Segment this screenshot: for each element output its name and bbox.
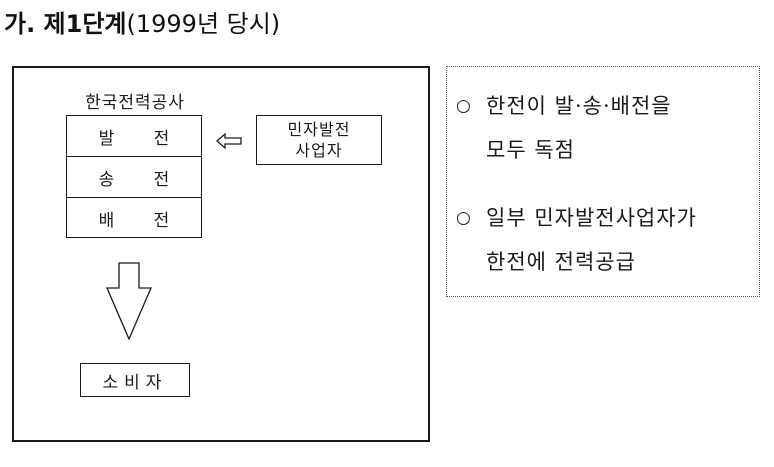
independent-power-producer-box: 민자발전 사업자 xyxy=(256,115,382,165)
consumer-box: 소비자 xyxy=(80,363,190,397)
company-label: 한국전력공사 xyxy=(85,93,185,113)
note-item: ○ 한전이 발·송·배전을 모두 독점 xyxy=(456,84,756,172)
left-arrow-icon xyxy=(216,132,242,150)
generation-row: 발 전 xyxy=(67,116,201,157)
circle-bullet-icon: ○ xyxy=(456,96,472,116)
circle-bullet-icon: ○ xyxy=(456,208,472,228)
diagram-frame xyxy=(12,66,430,442)
transmission-row: 송 전 xyxy=(67,157,201,198)
down-arrow-icon xyxy=(106,262,152,340)
distribution-row: 배 전 xyxy=(98,211,170,231)
notes-frame xyxy=(446,66,760,297)
section-heading: 가. 제1단계(1999년 당시) xyxy=(4,4,424,39)
stage-label: 가. 제1단계 xyxy=(4,10,127,38)
company-functions-table: 발 전 송 전 배 전 xyxy=(66,115,202,238)
year-note: (1999년 당시) xyxy=(126,10,281,38)
note-item: ○ 일부 민자발전사업자가 한전에 전력공급 xyxy=(456,196,756,284)
